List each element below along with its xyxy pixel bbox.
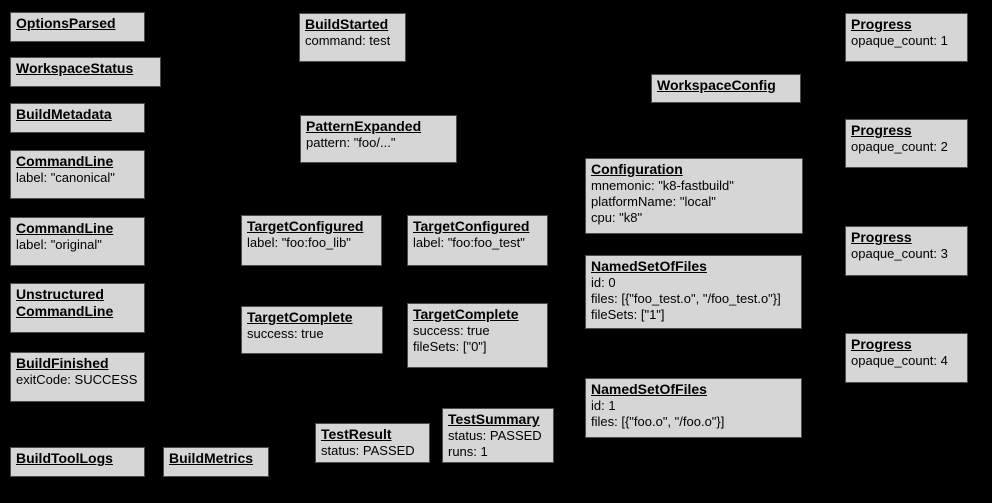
node-target-configured-lib: TargetConfigured label: "foo:foo_lib" bbox=[241, 215, 382, 266]
node-attribute: label: "foo:foo_test" bbox=[413, 235, 525, 250]
node-attribute: opaque_count: 2 bbox=[851, 139, 948, 154]
node-attribute: files: [{"foo_test.o", "/foo_test.o"}] bbox=[591, 291, 781, 306]
node-test-summary: TestSummary status: PASSED runs: 1 bbox=[442, 408, 554, 463]
node-progress-2: Progress opaque_count: 2 bbox=[845, 119, 968, 168]
node-title: CommandLine bbox=[16, 220, 114, 236]
node-command-line-original: CommandLine label: "original" bbox=[10, 217, 145, 266]
node-title: PatternExpanded bbox=[306, 118, 422, 134]
node-attribute: success: true bbox=[413, 323, 490, 338]
node-attribute: command: test bbox=[305, 33, 391, 48]
node-title: TargetComplete bbox=[247, 309, 353, 325]
node-test-result: TestResult status: PASSED bbox=[315, 423, 430, 463]
node-workspace-status: WorkspaceStatus bbox=[10, 57, 161, 87]
node-attribute: id: 1 bbox=[591, 398, 616, 413]
node-title: NamedSetOfFiles bbox=[591, 381, 707, 397]
node-attribute: runs: 1 bbox=[448, 444, 488, 459]
node-progress-1: Progress opaque_count: 1 bbox=[845, 13, 968, 62]
node-title: OptionsParsed bbox=[16, 15, 116, 31]
node-build-metadata: BuildMetadata bbox=[10, 103, 145, 133]
node-title: TestResult bbox=[321, 426, 392, 442]
node-named-set-of-files-0: NamedSetOfFiles id: 0 files: [{"foo_test… bbox=[585, 255, 802, 329]
node-title: CommandLine bbox=[16, 153, 114, 169]
node-progress-3: Progress opaque_count: 3 bbox=[845, 226, 968, 276]
node-build-started: BuildStarted command: test bbox=[299, 13, 406, 62]
node-attribute: pattern: "foo/..." bbox=[306, 135, 396, 150]
node-title: Progress bbox=[851, 122, 912, 138]
node-attribute: label: "canonical" bbox=[16, 170, 115, 185]
node-attribute: label: "original" bbox=[16, 237, 102, 252]
node-options-parsed: OptionsParsed bbox=[10, 12, 145, 42]
node-target-complete-lib: TargetComplete success: true bbox=[241, 306, 383, 354]
node-progress-4: Progress opaque_count: 4 bbox=[845, 333, 968, 383]
node-title: TargetComplete bbox=[413, 306, 519, 322]
node-attribute: status: PASSED bbox=[321, 443, 415, 458]
node-configuration: Configuration mnemonic: "k8-fastbuild" p… bbox=[585, 158, 803, 234]
node-unstructured-command-line: Unstructured CommandLine bbox=[10, 283, 145, 333]
node-build-tool-logs: BuildToolLogs bbox=[10, 447, 145, 477]
node-attribute: label: "foo:foo_lib" bbox=[247, 235, 351, 250]
node-attribute: status: PASSED bbox=[448, 428, 542, 443]
node-title: WorkspaceConfig bbox=[657, 77, 776, 93]
node-title: BuildMetadata bbox=[16, 106, 112, 122]
node-attribute: opaque_count: 4 bbox=[851, 353, 948, 368]
node-title: TestSummary bbox=[448, 411, 540, 427]
node-title: BuildMetrics bbox=[169, 450, 254, 466]
node-build-metrics: BuildMetrics bbox=[163, 447, 269, 477]
node-title: Progress bbox=[851, 336, 912, 352]
node-title: BuildToolLogs bbox=[16, 450, 113, 466]
node-attribute: success: true bbox=[247, 326, 324, 341]
node-command-line-canonical: CommandLine label: "canonical" bbox=[10, 150, 145, 199]
node-title: TargetConfigured bbox=[413, 218, 530, 234]
node-title: Unstructured CommandLine bbox=[16, 286, 114, 319]
node-attribute: fileSets: ["0"] bbox=[413, 339, 487, 354]
node-attribute: opaque_count: 3 bbox=[851, 246, 948, 261]
node-target-configured-test: TargetConfigured label: "foo:foo_test" bbox=[407, 215, 548, 266]
node-title: Progress bbox=[851, 229, 912, 245]
node-attribute: opaque_count: 1 bbox=[851, 33, 948, 48]
node-attribute: exitCode: SUCCESS bbox=[16, 372, 138, 387]
node-title: NamedSetOfFiles bbox=[591, 258, 707, 274]
node-title: Configuration bbox=[591, 161, 683, 177]
node-attribute: platformName: "local" bbox=[591, 194, 716, 209]
node-title: Progress bbox=[851, 16, 912, 32]
node-workspace-config: WorkspaceConfig bbox=[651, 74, 801, 103]
node-attribute: id: 0 bbox=[591, 275, 616, 290]
node-attribute: cpu: "k8" bbox=[591, 210, 643, 225]
node-title: WorkspaceStatus bbox=[16, 60, 134, 76]
node-title: TargetConfigured bbox=[247, 218, 364, 234]
node-named-set-of-files-1: NamedSetOfFiles id: 1 files: [{"foo.o", … bbox=[585, 378, 802, 438]
node-attribute: files: [{"foo.o", "/foo.o"}] bbox=[591, 414, 725, 429]
node-attribute: fileSets: ["1"] bbox=[591, 307, 665, 322]
node-title: BuildFinished bbox=[16, 355, 109, 371]
node-attribute: mnemonic: "k8-fastbuild" bbox=[591, 178, 734, 193]
node-build-finished: BuildFinished exitCode: SUCCESS bbox=[10, 352, 145, 402]
node-pattern-expanded: PatternExpanded pattern: "foo/..." bbox=[300, 115, 457, 163]
node-target-complete-test: TargetComplete success: true fileSets: [… bbox=[407, 303, 548, 368]
node-title: BuildStarted bbox=[305, 16, 389, 32]
